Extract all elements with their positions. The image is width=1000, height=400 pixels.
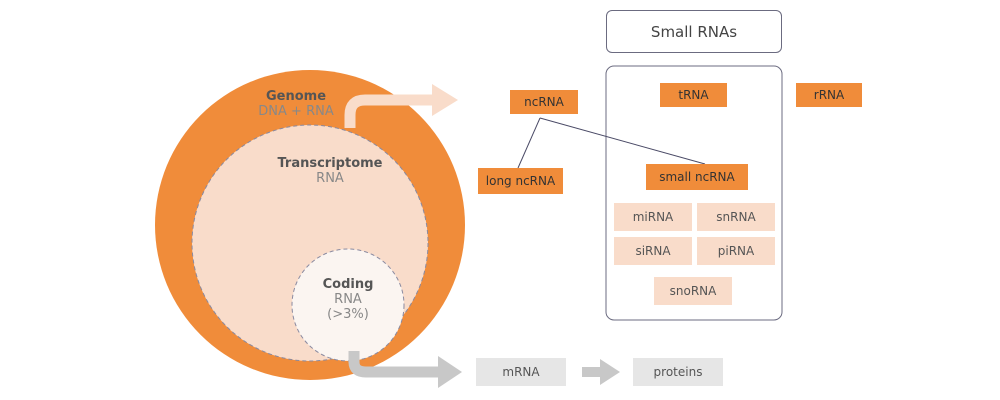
trna-box: tRNA <box>660 83 727 107</box>
genome-subtitle: DNA + RNA <box>258 103 334 119</box>
transcriptome-label: Transcriptome RNA <box>255 156 405 187</box>
rrna-box: rRNA <box>796 83 862 107</box>
proteins-box: proteins <box>633 358 723 386</box>
ncrna-arrowhead <box>432 84 458 116</box>
small-rnas-title: Small RNAs <box>606 10 782 53</box>
genome-label: Genome DNA + RNA <box>236 89 356 120</box>
snorna-box: snoRNA <box>654 277 732 305</box>
mrna-arrowhead <box>438 356 462 388</box>
proteins-arrowhead <box>600 359 620 385</box>
snrna-box: snRNA <box>697 203 775 231</box>
transcriptome-subtitle: RNA <box>316 170 344 186</box>
genome-title: Genome <box>265 89 327 104</box>
proteins-arrow-shaft <box>582 367 602 377</box>
sirna-box: siRNA <box>614 237 692 265</box>
coding-label: Coding RNA (>3%) <box>298 277 398 323</box>
transcriptome-title: Transcriptome <box>277 156 383 171</box>
connector-ncrna-long <box>517 117 541 169</box>
pirna-box: piRNA <box>697 237 775 265</box>
ncrna-box: ncRNA <box>510 90 578 114</box>
mirna-box: miRNA <box>614 203 692 231</box>
long-ncrna-box: long ncRNA <box>478 168 563 194</box>
coding-title: Coding <box>322 277 374 292</box>
coding-circle <box>291 248 405 362</box>
mrna-flow-arrow <box>348 351 438 378</box>
mrna-box: mRNA <box>476 358 566 386</box>
ncrna-flow-arrow <box>344 94 432 128</box>
coding-subtitle: RNA <box>334 291 362 307</box>
coding-percentage: (>3%) <box>327 306 369 322</box>
small-ncrna-box: small ncRNA <box>646 164 748 190</box>
connector-ncrna-small <box>539 117 706 165</box>
